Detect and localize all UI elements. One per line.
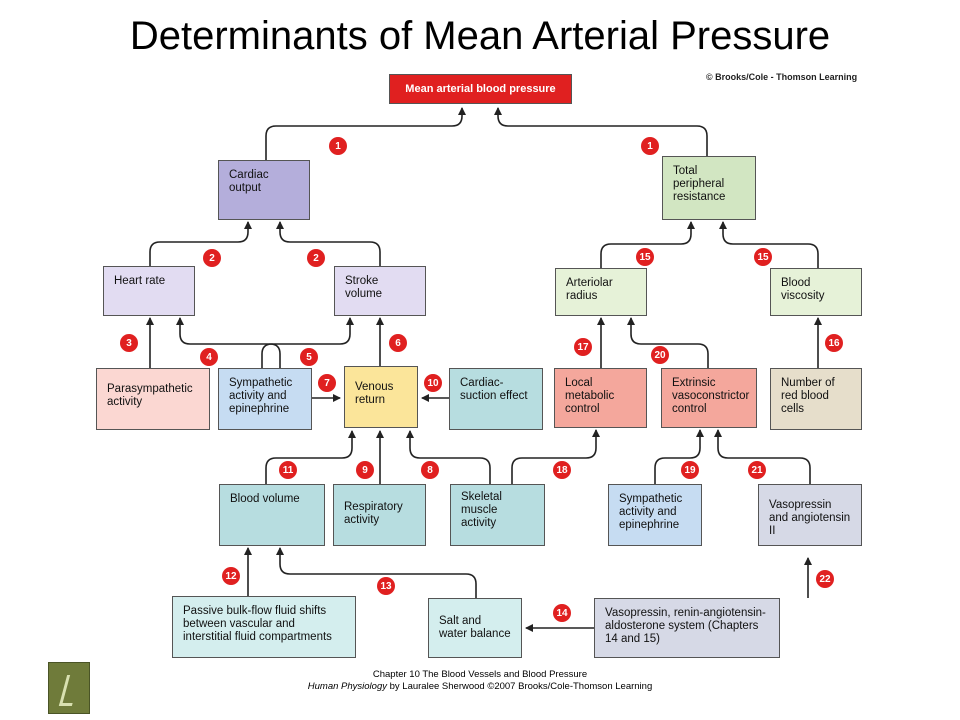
badge-6: 6 [389,334,407,352]
node-extrinsic-vasoconstrictor-control: Extrinsic vasoconstrictor control [661,368,757,428]
node-vasopressin-angiotensin: Vasopressin and angiotensin II [758,484,862,546]
badge-18: 18 [553,461,571,479]
arrow-vaso-to-extr [714,429,811,484]
badge-21: 21 [748,461,766,479]
arrow-sv-to-co [276,221,381,266]
arrow-extr-to-ar [627,317,709,368]
node-passive-bulk-flow: Passive bulk-flow fluid shifts between v… [172,596,356,658]
arrow-sym-to-sv [261,317,354,368]
node-cardiac-output: Cardiac output [218,160,310,220]
footer-credit: Human Physiology by Lauralee Sherwood ©2… [0,681,960,692]
arrow-tpr-to-map [494,107,708,156]
node-mean-arterial-pressure: Mean arterial blood pressure [389,74,572,104]
page-title: Determinants of Mean Arterial Pressure [129,14,831,58]
badge-16: 16 [825,334,843,352]
arrow-sym-to-hr [176,317,281,368]
arrow-blood-volume-to-vr [265,430,356,484]
badge-10: 10 [424,374,442,392]
book-cover-thumbnail [48,662,90,714]
node-sympathetic-activity-2: Sympathetic activity and epinephrine [608,484,702,546]
badge-11: 11 [279,461,297,479]
badge-19: 19 [681,461,699,479]
badge-5: 5 [300,348,318,366]
node-respiratory-activity: Respiratory activity [333,484,426,546]
badge-2-right: 2 [307,249,325,267]
arrow-hr-to-co [149,221,252,266]
node-red-blood-cells: Number of red blood cells [770,368,862,430]
badge-1-right: 1 [641,137,659,155]
node-total-peripheral-resistance: Total peripheral resistance [662,156,756,220]
badge-15-left: 15 [636,248,654,266]
node-vasopressin-raas: Vasopressin, renin-angiotensin-aldostero… [594,598,780,658]
badge-9: 9 [356,461,374,479]
node-cardiac-suction-effect: Cardiac-suction effect [449,368,543,430]
node-heart-rate: Heart rate [103,266,195,316]
badge-4: 4 [200,348,218,366]
badge-2-left: 2 [203,249,221,267]
badge-14: 14 [553,604,571,622]
node-parasympathetic-activity: Parasympathetic activity [96,368,210,430]
arrow-ar-to-tpr [600,221,695,268]
footer-chapter: Chapter 10 The Blood Vessels and Blood P… [372,669,588,680]
node-stroke-volume: Stroke volume [334,266,426,316]
badge-12: 12 [222,567,240,585]
arrow-skeletal-to-vr [406,430,491,484]
node-skeletal-muscle-activity: Skeletal muscle activity [450,484,545,546]
node-blood-viscosity: Blood viscosity [770,268,862,316]
badge-1-left: 1 [329,137,347,155]
arrow-salt-to-blood-volume [276,547,477,598]
node-blood-volume: Blood volume [219,484,325,546]
node-salt-water-balance: Salt and water balance [428,598,522,658]
badge-22: 22 [816,570,834,588]
node-local-metabolic-control: Local metabolic control [554,368,647,428]
node-arteriolar-radius: Arteriolar radius [555,268,647,316]
badge-20: 20 [651,346,669,364]
node-venous-return: Venous return [344,366,418,428]
footer-book-title: Human Physiology [307,681,387,692]
badge-7: 7 [318,374,336,392]
arrow-co-to-map [265,107,466,160]
arrow-sym2-to-extr [654,429,704,484]
arrow-bv-to-tpr [719,221,819,268]
footer-credit-rest: by Lauralee Sherwood ©2007 Brooks/Cole-T… [386,681,653,692]
badge-8: 8 [421,461,439,479]
arrow-skeletal-to-local [511,429,600,484]
copyright-note: © Brooks/Cole - Thomson Learning [706,72,858,82]
badge-3: 3 [120,334,138,352]
badge-17: 17 [574,338,592,356]
badge-15-right: 15 [754,248,772,266]
node-sympathetic-activity-1: Sympathetic activity and epinephrine [218,368,312,430]
badge-13: 13 [377,577,395,595]
